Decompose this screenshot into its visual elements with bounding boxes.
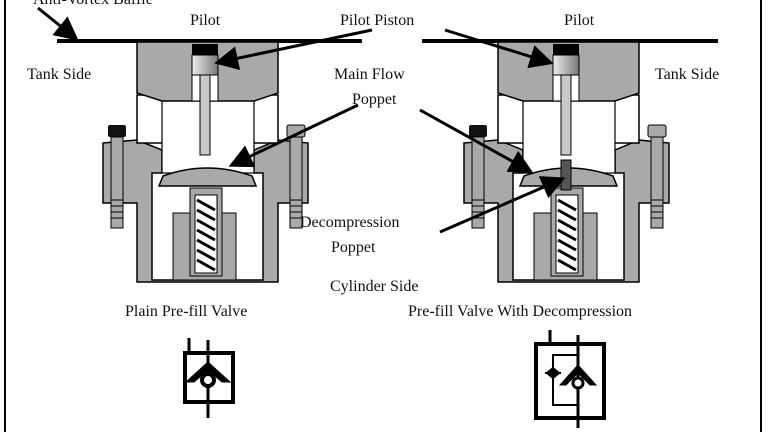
tank-side-label-left: Tank Side <box>27 66 92 83</box>
decompression-label: Decompression <box>300 214 400 231</box>
decompression-valve-caption: Pre-fill Valve With Decompression <box>408 303 633 320</box>
pilot-label-right: Pilot <box>564 12 595 29</box>
pilot-piston-label: Pilot Piston <box>340 12 415 29</box>
decompression-poppet-label: Poppet <box>331 239 376 256</box>
main-flow-poppet-label: Poppet <box>352 91 397 108</box>
anti-vortex-baffle-label: Anti-Vortex Baffle <box>33 0 153 8</box>
plain-prefill-valve-section <box>101 40 310 284</box>
decompression-valve-symbol <box>534 330 606 428</box>
pilot-label-left: Pilot <box>190 12 221 29</box>
decompression-poppet <box>560 159 572 191</box>
main-flow-label: Main Flow <box>334 66 405 83</box>
decompression-valve-section <box>462 40 671 284</box>
plain-valve-symbol <box>183 338 235 418</box>
leader-lines <box>37 6 566 234</box>
tank-side-label-right: Tank Side <box>655 66 720 83</box>
cylinder-side-label: Cylinder Side <box>330 278 419 295</box>
plain-valve-caption: Plain Pre-fill Valve <box>125 303 248 320</box>
